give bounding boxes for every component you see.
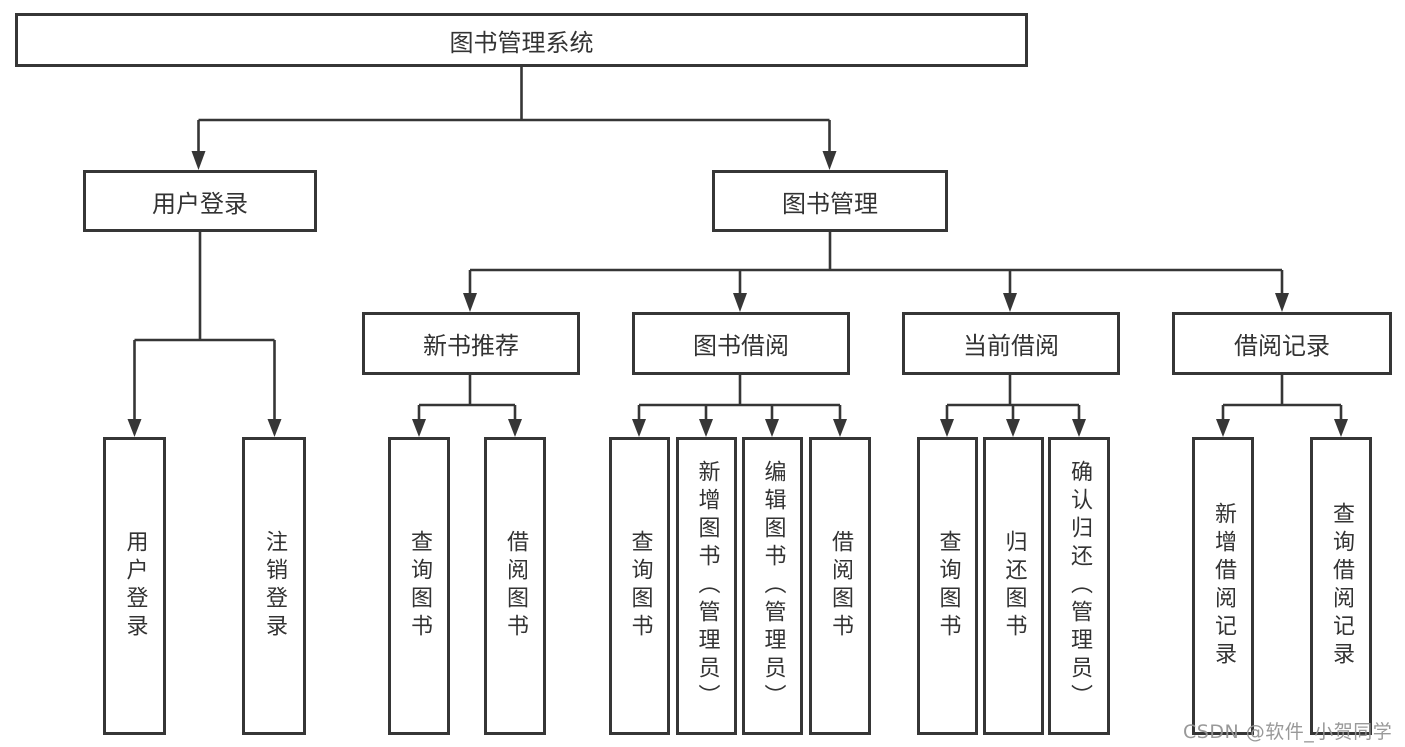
node-label: 图书管理系统 [449, 28, 594, 57]
leaf-return-books: 归还图书 [983, 437, 1044, 735]
leaf-user-login: 用户登录 [103, 437, 166, 735]
node-label: 当前借阅 [963, 332, 1059, 360]
leaf-query-books-recommend: 查询图书 [388, 437, 450, 735]
leaf-add-borrow-record: 新增借阅记录 [1192, 437, 1254, 735]
connector-user-login-to-leaves [127, 232, 282, 437]
node-label: 借阅记录 [1234, 332, 1330, 360]
node-label: 用户登录 [152, 189, 248, 218]
connector-book-management-to-level3 [463, 232, 1289, 312]
node-label: 确认归还（管理员） [1067, 460, 1092, 712]
node-label: 注销登录 [262, 530, 287, 642]
node-current-borrowing: 当前借阅 [902, 312, 1120, 375]
node-label: 查询借阅记录 [1329, 502, 1354, 670]
node-label: 借阅图书 [828, 530, 853, 642]
leaf-query-books-borrowing: 查询图书 [609, 437, 670, 735]
node-label: 查询图书 [627, 530, 653, 642]
node-book-borrowing: 图书借阅 [632, 312, 850, 375]
node-label: 用户登录 [122, 530, 148, 642]
connector-book-borrowing-to-leaves [632, 375, 847, 437]
leaf-confirm-return-admin: 确认归还（管理员） [1048, 437, 1110, 735]
leaf-query-books-current: 查询图书 [917, 437, 978, 735]
node-label: 新书推荐 [423, 332, 519, 360]
connector-current-borrowing-to-leaves [940, 375, 1086, 437]
leaf-borrow-books-recommend: 借阅图书 [484, 437, 546, 735]
node-book-management: 图书管理 [712, 170, 948, 232]
node-label: 编辑图书（管理员） [760, 460, 786, 712]
node-library-management-system: 图书管理系统 [15, 13, 1028, 67]
node-user-login: 用户登录 [83, 170, 317, 232]
node-label: 图书借阅 [693, 332, 789, 360]
leaf-edit-book-admin: 编辑图书（管理员） [742, 437, 803, 735]
node-label: 图书管理 [782, 189, 878, 218]
node-label: 查询图书 [407, 530, 432, 642]
leaf-logout: 注销登录 [242, 437, 306, 735]
node-label: 归还图书 [1001, 530, 1027, 642]
leaf-borrow-books-borrowing: 借阅图书 [809, 437, 871, 735]
node-label: 新增借阅记录 [1211, 502, 1236, 670]
connector-borrowing-records-to-leaves [1216, 375, 1348, 437]
leaf-query-borrow-record: 查询借阅记录 [1310, 437, 1372, 735]
node-borrowing-records: 借阅记录 [1172, 312, 1392, 375]
node-label: 借阅图书 [503, 530, 528, 642]
node-new-book-recommend: 新书推荐 [362, 312, 580, 375]
csdn-watermark: CSDN @软件_小贺同学 [1183, 721, 1393, 743]
connector-root-to-level2 [191, 66, 837, 170]
connector-new-book-recommend-to-leaves [412, 375, 522, 437]
node-label: 新增图书（管理员） [694, 460, 720, 712]
node-label: 查询图书 [935, 530, 961, 642]
leaf-add-book-admin: 新增图书（管理员） [676, 437, 737, 735]
